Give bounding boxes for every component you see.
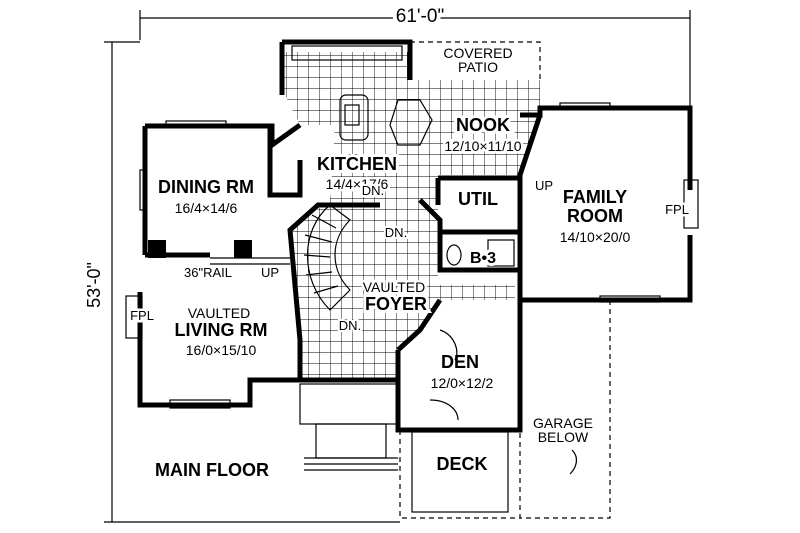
plan-title: MAIN FLOOR bbox=[155, 460, 269, 480]
bath-label: B•3 bbox=[470, 250, 496, 267]
dining-room-size: 16/4×14/6 bbox=[175, 200, 238, 216]
deck-label: DECK bbox=[436, 454, 487, 474]
foyer-label: FOYER bbox=[365, 294, 427, 314]
kitchen-label: KITCHEN bbox=[317, 154, 397, 174]
depth-dimension-label: 53'-0" bbox=[84, 262, 104, 308]
living-room-label: LIVING RM bbox=[175, 320, 268, 340]
family-room-label-line1: FAMILY bbox=[563, 187, 627, 207]
up-label-family: UP bbox=[535, 178, 553, 193]
nook-size: 12/10×11/10 bbox=[444, 138, 521, 154]
family-room-size: 14/10×20/0 bbox=[560, 229, 631, 245]
depth-dimension-line bbox=[104, 41, 400, 523]
rail-label: 36"RAIL bbox=[184, 265, 232, 280]
fireplace-label-living: FPL bbox=[130, 308, 154, 323]
dining-room-label: DINING RM bbox=[158, 177, 254, 197]
width-dimension-label: 61'-0" bbox=[396, 6, 444, 27]
tile-floor bbox=[282, 52, 540, 380]
garage-label-line2: BELOW bbox=[538, 429, 589, 445]
util-label: UTIL bbox=[458, 189, 498, 209]
down-label-kitchen: DN. bbox=[362, 183, 384, 198]
kitchen-size: 14/4×17/6 bbox=[326, 176, 389, 192]
nook-label: NOOK bbox=[456, 115, 510, 135]
width-dimension-line bbox=[139, 10, 691, 110]
plan-details bbox=[125, 41, 699, 519]
covered-patio-label-line1: COVERED bbox=[443, 45, 512, 61]
garage-label-line1: GARAGE bbox=[533, 415, 593, 431]
den-label: DEN bbox=[441, 352, 479, 372]
foyer-prefix: VAULTED bbox=[363, 279, 426, 295]
down-label-util: DN. bbox=[385, 225, 407, 240]
living-room-size: 16/0×15/10 bbox=[186, 342, 257, 358]
down-label-foyer: DN. bbox=[339, 318, 361, 333]
up-label-dining: UP bbox=[261, 265, 279, 280]
covered-patio-label-line2: PATIO bbox=[458, 59, 498, 75]
fireplace-label-family: FPL bbox=[665, 202, 689, 217]
family-room-label-line2: ROOM bbox=[567, 206, 623, 226]
den-size: 12/0×12/2 bbox=[431, 375, 494, 391]
living-room-prefix: VAULTED bbox=[188, 305, 251, 321]
